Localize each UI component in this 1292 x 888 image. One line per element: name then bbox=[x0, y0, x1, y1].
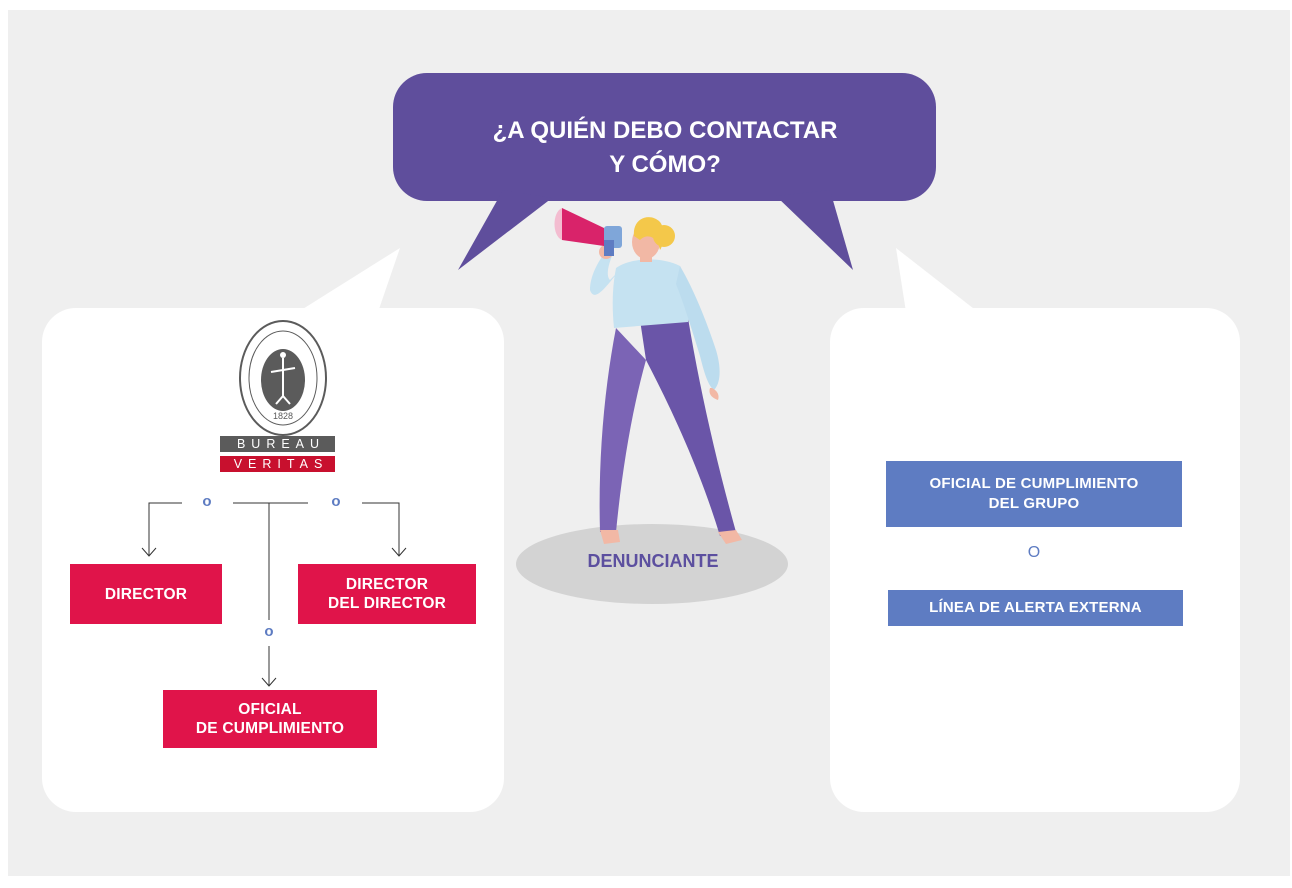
director-box: DIRECTOR bbox=[70, 564, 222, 624]
floor-shadow bbox=[516, 524, 788, 604]
or-marker-bottom: o bbox=[264, 623, 274, 640]
group-compliance-line-1: OFICIAL DE CUMPLIMIENTO bbox=[929, 475, 1139, 492]
person-illustration bbox=[554, 208, 742, 544]
left-panel-connectors bbox=[141, 502, 407, 687]
logo-year: 1828 bbox=[272, 411, 294, 421]
or-marker-right: o bbox=[331, 493, 341, 510]
external-hotline-label: LÍNEA DE ALERTA EXTERNA bbox=[929, 599, 1142, 616]
group-compliance-line-2: DEL GRUPO bbox=[988, 495, 1080, 512]
question-line-2: Y CÓMO? bbox=[609, 151, 721, 178]
director-of-director-line-1: DIRECTOR bbox=[345, 576, 429, 593]
question-line-1: ¿A QUIÉN DEBO CONTACTAR bbox=[492, 117, 838, 144]
question-text: ¿A QUIÉN DEBO CONTACTAR Y CÓMO? bbox=[420, 114, 910, 182]
whistleblower-label: DENUNCIANTE bbox=[587, 551, 719, 571]
director-of-director-line-2: DEL DIRECTOR bbox=[327, 595, 447, 612]
speech-bubble bbox=[393, 73, 936, 270]
or-marker-right-panel: O bbox=[1027, 544, 1041, 561]
external-hotline-box: LÍNEA DE ALERTA EXTERNA bbox=[888, 590, 1183, 626]
left-panel-pointer bbox=[298, 248, 400, 312]
logo-word-veritas: VERITAS bbox=[233, 457, 329, 471]
right-panel-pointer bbox=[896, 248, 978, 312]
director-label: DIRECTOR bbox=[104, 585, 188, 603]
compliance-officer-line-1: OFICIAL bbox=[238, 701, 302, 718]
director-of-director-box: DIRECTOR DEL DIRECTOR bbox=[298, 564, 476, 624]
logo-word-bureau: BUREAU bbox=[236, 437, 326, 451]
compliance-officer-line-2: DE CUMPLIMIENTO bbox=[195, 720, 345, 737]
megaphone-icon bbox=[554, 208, 622, 256]
bureau-veritas-logo bbox=[220, 320, 335, 472]
or-marker-left: o bbox=[202, 493, 212, 510]
compliance-officer-box: OFICIAL DE CUMPLIMIENTO bbox=[163, 690, 377, 748]
right-panel bbox=[830, 308, 1240, 812]
left-panel bbox=[42, 308, 504, 812]
group-compliance-box: OFICIAL DE CUMPLIMIENTO DEL GRUPO bbox=[886, 461, 1182, 527]
